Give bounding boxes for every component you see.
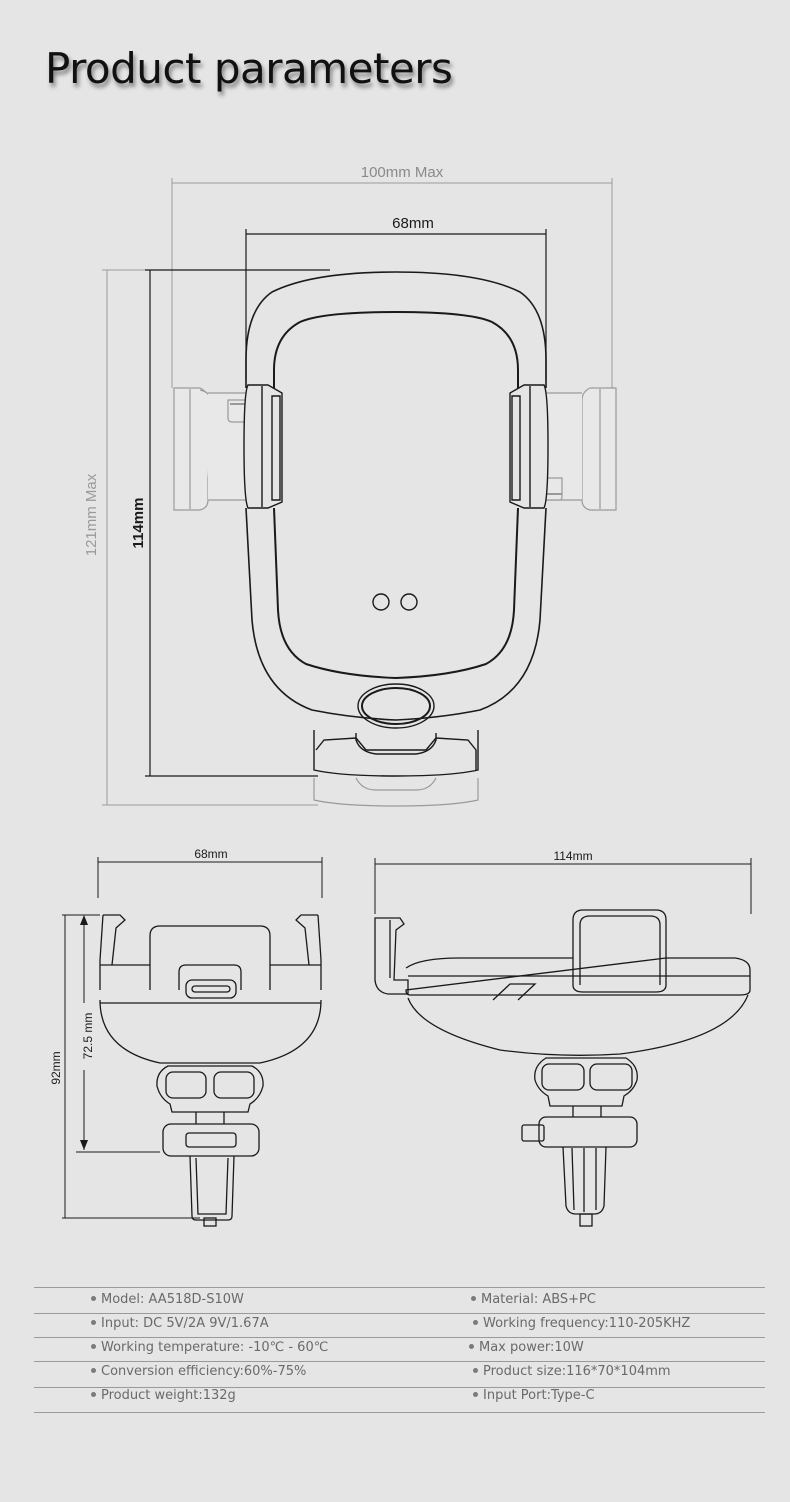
bullet-icon (91, 1344, 96, 1349)
spec-working-temperature: Working temperature: -10℃ - 60℃ (91, 1340, 328, 1355)
spec-max-power: Max power:10W (469, 1340, 584, 1355)
table-divider (34, 1361, 765, 1362)
bullet-icon (91, 1392, 96, 1397)
bullet-icon (473, 1320, 478, 1325)
dim-100mm-max: 100mm Max (361, 164, 444, 181)
front-dim-92mm: 92mm (49, 1051, 63, 1084)
bullet-icon (91, 1296, 96, 1301)
spec-working-frequency: Working frequency:110-205KHZ (473, 1316, 690, 1331)
spec-conversion-efficiency: Conversion efficiency:60%-75% (91, 1364, 306, 1379)
dim-68mm: 68mm (392, 215, 434, 232)
table-divider (34, 1337, 765, 1338)
spec-input-port: Input Port:Type-C (473, 1388, 595, 1403)
bullet-icon (91, 1368, 96, 1373)
front-view-drawing: 68mm 92mm 72.5 mm (49, 847, 323, 1227)
bullet-icon (471, 1296, 476, 1301)
spec-material: Material: ABS+PC (471, 1292, 596, 1307)
dim-121mm-max: 121mm Max (83, 473, 100, 556)
spec-product-size: Product size:116*70*104mm (473, 1364, 671, 1379)
page-title: Product parameters (45, 44, 453, 93)
table-divider (34, 1412, 765, 1413)
spec-input: Input: DC 5V/2A 9V/1.67A (91, 1316, 269, 1331)
table-divider (34, 1287, 765, 1288)
bullet-icon (469, 1344, 474, 1349)
dim-114mm: 114mm (130, 498, 147, 549)
top-view-drawing: 100mm Max 121mm Max 68mm 114mm (83, 164, 617, 807)
spec-product-weight: Product weight:132g (91, 1388, 236, 1403)
front-dim-68mm: 68mm (194, 847, 227, 861)
front-dim-72-5mm: 72.5 mm (81, 1013, 95, 1060)
side-view-drawing: 114mm (374, 849, 752, 1227)
bullet-icon (473, 1392, 478, 1397)
table-divider (34, 1313, 765, 1314)
table-divider (34, 1387, 765, 1388)
spec-model: Model: AA518D-S10W (91, 1292, 244, 1307)
bullet-icon (473, 1368, 478, 1373)
side-dim-114mm: 114mm (553, 849, 592, 863)
bullet-icon (91, 1320, 96, 1325)
